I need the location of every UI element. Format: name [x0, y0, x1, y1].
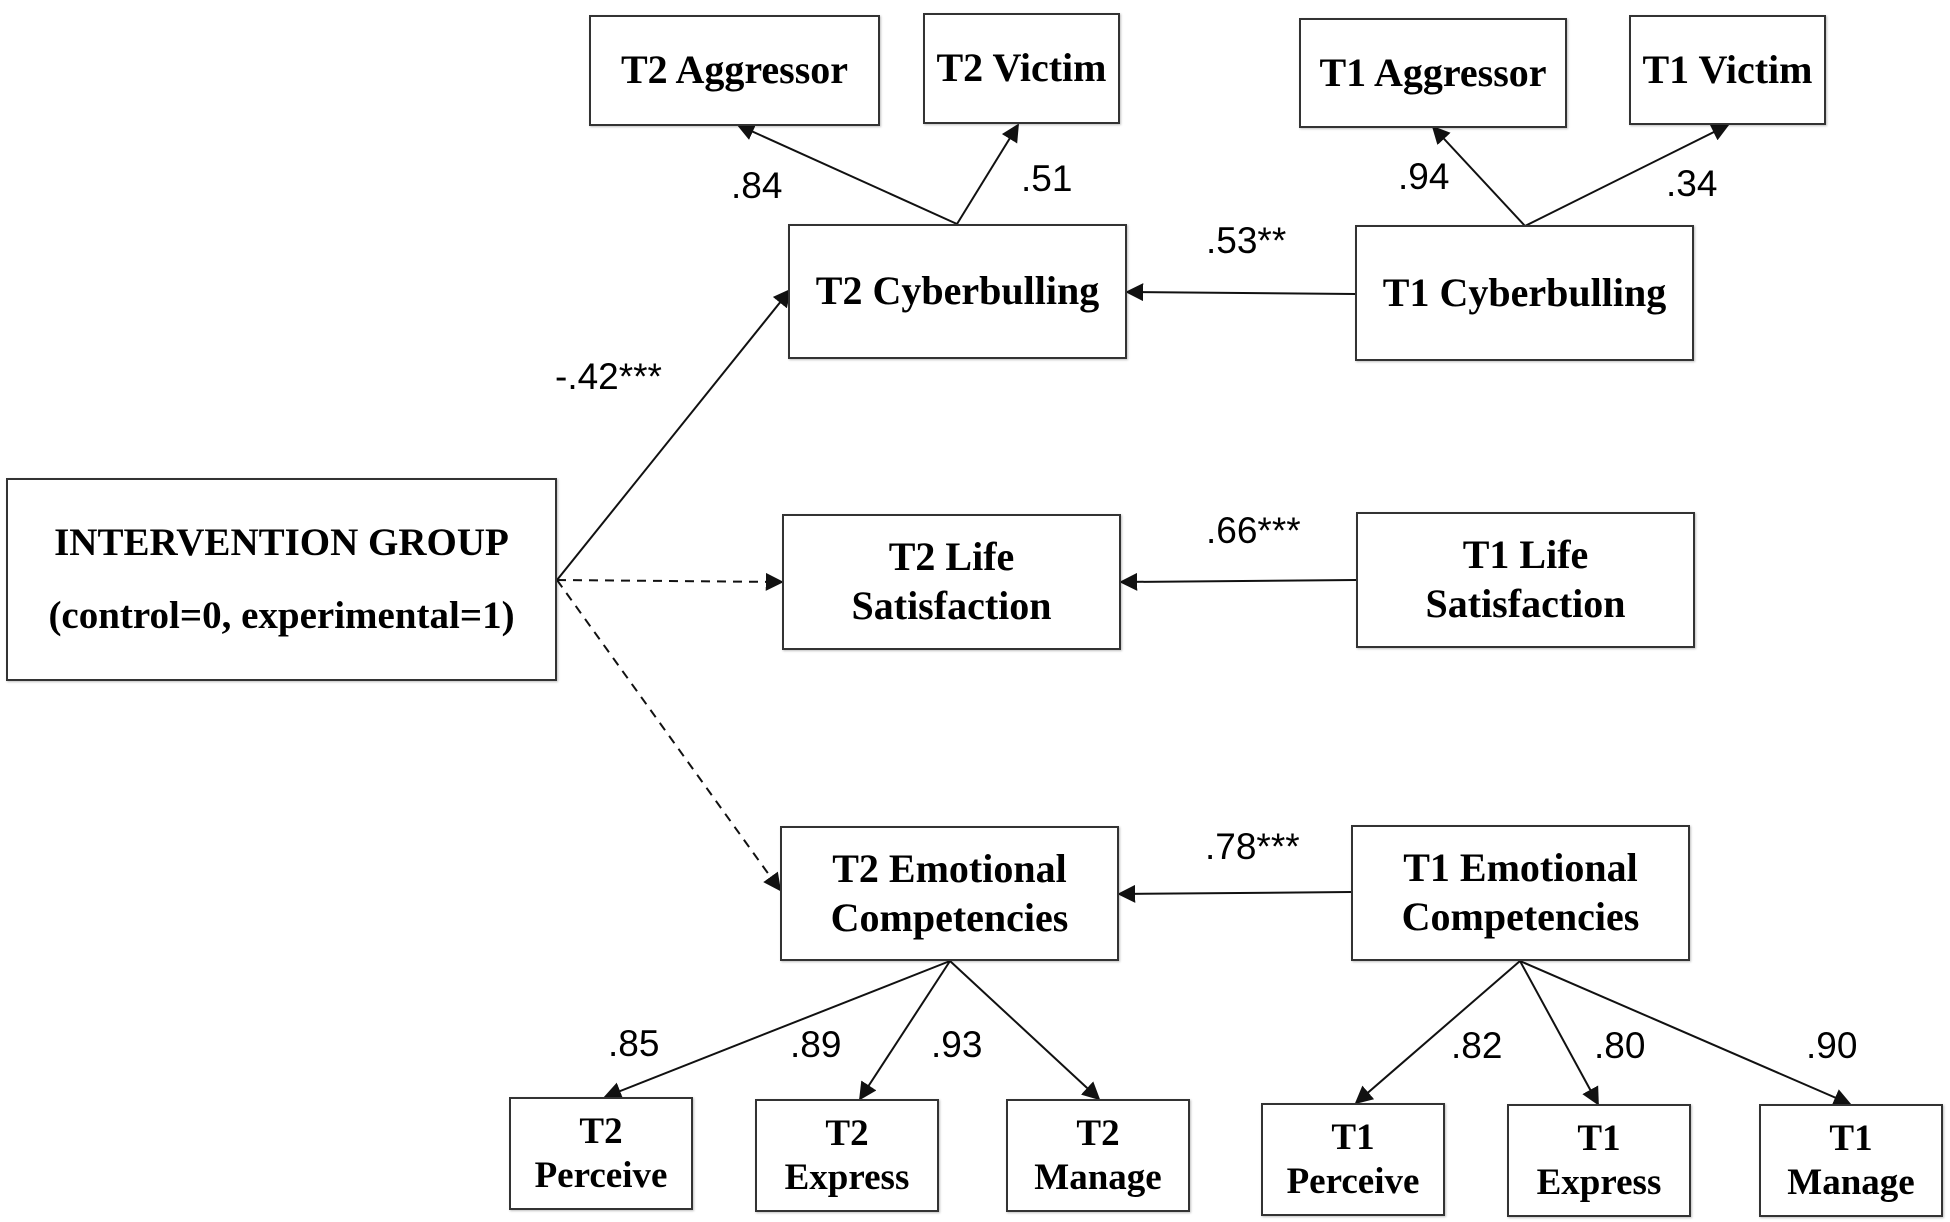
edge-intervention-cyber — [556, 288, 792, 581]
coef-t1-victim: .34 — [1666, 163, 1718, 204]
node-t2-life-line1: T2 Life — [888, 534, 1015, 580]
node-t2-aggressor: T2 Aggressor — [589, 15, 880, 126]
node-t1-perceive-line2: Perceive — [1286, 1160, 1420, 1202]
node-t2-aggressor-label: T2 Aggressor — [620, 47, 849, 93]
node-t1-life-line2: Satisfaction — [1425, 581, 1626, 626]
node-t1-emo-line1: T1 Emotional — [1403, 845, 1638, 891]
edge-t1emo-manage — [1519, 960, 1852, 1106]
node-t2-perceive: T2 Perceive — [509, 1097, 693, 1210]
edge-emo-stability — [1117, 884, 1352, 903]
coef-life-stability: .66*** — [1206, 510, 1301, 551]
node-t1-perceive-line1: T1 — [1331, 1116, 1375, 1158]
coef-t2-aggressor: .84 — [731, 165, 783, 206]
coef-t1-aggressor: .94 — [1398, 156, 1450, 197]
coef-t1-perceive: .82 — [1451, 1025, 1503, 1066]
node-t1-manage: T1 Manage — [1759, 1104, 1943, 1217]
node-t1-victim: T1 Victim — [1629, 15, 1826, 125]
edge-t2emo-perceive — [603, 960, 951, 1100]
edge-cyber-stability — [1125, 283, 1356, 302]
node-intervention-coding: (control=0, experimental=1) — [48, 593, 515, 637]
coef-cyber-stability: .53** — [1206, 220, 1287, 261]
edge-intervention-emo — [556, 579, 782, 892]
node-t1-express-line1: T1 — [1577, 1117, 1621, 1159]
node-t1-victim-label: T1 Victim — [1642, 46, 1813, 92]
edge-t2cyber-aggressor — [736, 123, 958, 225]
node-intervention-title: INTERVENTION GROUP — [54, 521, 509, 565]
node-t1-perceive: T1 Perceive — [1261, 1103, 1445, 1216]
node-t2-cyberbulling-label: T2 Cyberbulling — [815, 268, 1100, 314]
node-t2-perceive-line1: T2 — [579, 1110, 623, 1152]
node-t2-manage-line2: Manage — [1034, 1156, 1162, 1198]
node-t1-express-line2: Express — [1536, 1161, 1662, 1203]
node-t2-manage: T2 Manage — [1006, 1099, 1190, 1212]
node-t1-manage-line2: Manage — [1787, 1161, 1915, 1203]
node-t2-emo-line1: T2 Emotional — [832, 845, 1067, 891]
edge-t1cyber-aggressor — [1431, 125, 1526, 227]
node-t2-life-satisfaction: T2 Life Satisfaction — [782, 514, 1121, 650]
node-t1-manage-line1: T1 — [1829, 1117, 1873, 1159]
coef-t1-manage: .90 — [1806, 1025, 1858, 1066]
node-t1-cyberbulling-label: T1 Cyberbulling — [1382, 269, 1667, 315]
coef-emo-stability: .78*** — [1205, 826, 1300, 867]
node-t1-emo-line2: Competencies — [1401, 894, 1640, 939]
edge-t1emo-express — [1519, 960, 1599, 1106]
node-t1-life-satisfaction: T1 Life Satisfaction — [1356, 512, 1695, 648]
edge-t2emo-express — [859, 960, 951, 1101]
node-t2-victim: T2 Victim — [923, 13, 1120, 124]
node-intervention-group: INTERVENTION GROUP (control=0, experimen… — [6, 478, 557, 681]
node-t2-express: T2 Express — [755, 1099, 939, 1212]
edge-intervention-life — [556, 572, 784, 591]
node-t2-express-line1: T2 — [825, 1112, 869, 1154]
coef-t2-victim: .51 — [1021, 158, 1073, 199]
node-t2-life-line2: Satisfaction — [851, 583, 1052, 628]
coef-t1-express: .80 — [1594, 1025, 1646, 1066]
coef-t2-perceive: .85 — [608, 1023, 660, 1064]
node-t2-perceive-line2: Perceive — [534, 1154, 668, 1196]
coef-t2-express: .89 — [790, 1024, 842, 1065]
node-t2-cyberbulling: T2 Cyberbulling — [788, 224, 1127, 359]
coef-intervention-to-cyber: -.42*** — [555, 356, 662, 397]
node-t2-express-line2: Express — [784, 1156, 910, 1198]
node-t1-emotional-competencies: T1 Emotional Competencies — [1351, 825, 1690, 961]
node-t2-victim-label: T2 Victim — [936, 45, 1107, 91]
node-t1-aggressor: T1 Aggressor — [1299, 18, 1567, 128]
node-t1-cyberbulling: T1 Cyberbulling — [1355, 225, 1694, 361]
edge-t1emo-perceive — [1354, 960, 1521, 1105]
edge-t2cyber-victim — [956, 123, 1019, 225]
edge-life-stability — [1119, 572, 1357, 591]
node-t2-emo-line2: Competencies — [830, 894, 1069, 940]
edge-t1cyber-victim — [1524, 124, 1730, 227]
edge-t2emo-manage — [949, 960, 1101, 1101]
node-t2-manage-line1: T2 — [1076, 1112, 1120, 1154]
coef-t2-manage: .93 — [931, 1024, 983, 1065]
node-t1-express: T1 Express — [1507, 1104, 1691, 1217]
node-t1-life-line1: T1 Life — [1462, 532, 1589, 578]
node-t2-emotional-competencies: T2 Emotional Competencies — [780, 826, 1119, 961]
node-t1-aggressor-label: T1 Aggressor — [1319, 49, 1547, 95]
